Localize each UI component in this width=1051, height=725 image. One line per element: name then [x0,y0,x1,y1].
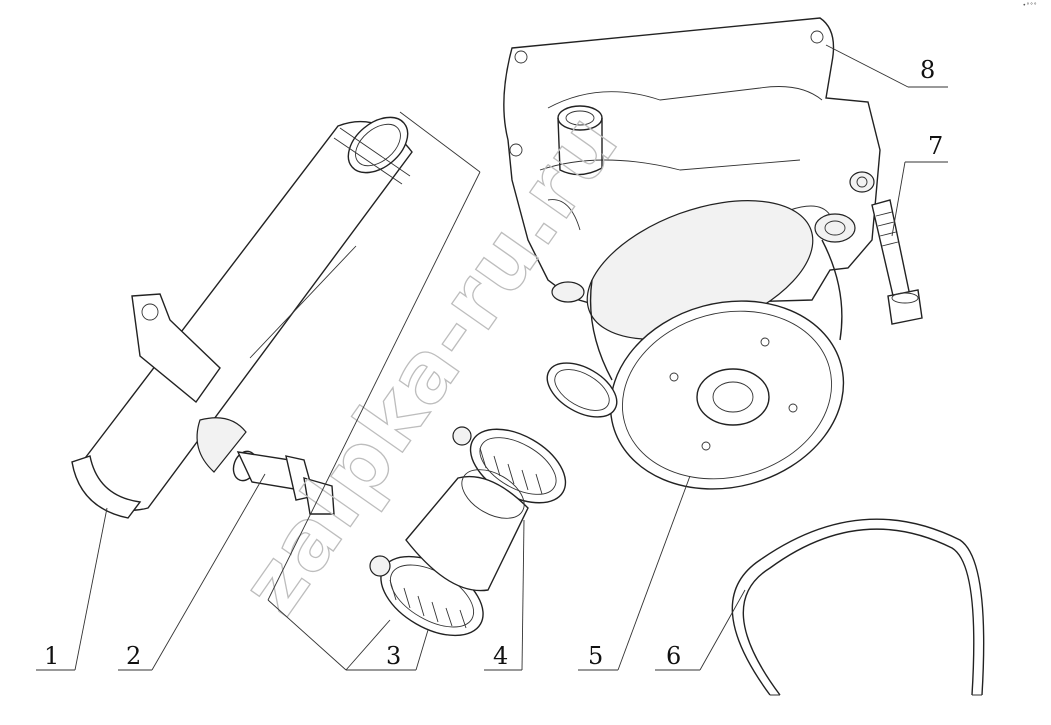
callout-5: 5 [588,642,603,670]
callout-4: 4 [493,642,508,670]
pulley [586,200,845,490]
callout-8: 8 [920,56,935,84]
gasket-ring [546,362,618,418]
callout-1: 1 [44,642,59,670]
drive-belt [731,518,985,696]
callout-6: 6 [666,642,681,670]
hose-nipple [232,450,335,515]
callout-7: 7 [928,132,943,160]
coolant-pipe [71,116,413,519]
callout-3: 3 [386,642,401,670]
corner-mark: •°°° [1022,2,1037,9]
bolt [871,199,923,325]
hose [405,469,529,592]
callout-labels: 1 2 3 4 5 6 7 8 [44,56,943,670]
callout-2: 2 [126,642,141,670]
leader-lines [36,44,948,671]
